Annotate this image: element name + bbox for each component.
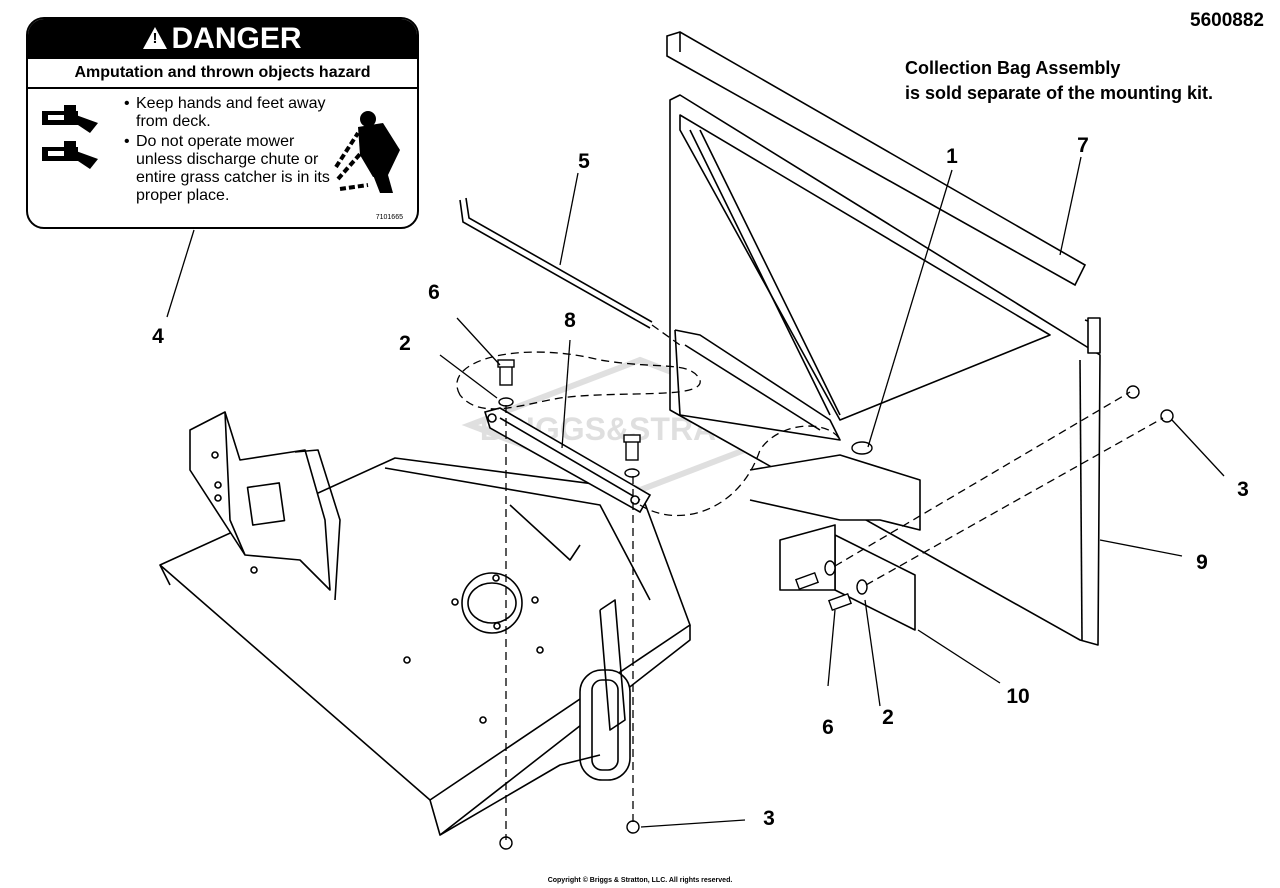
assembly-note-line2: is sold separate of the mounting kit.	[905, 83, 1214, 103]
callout-2b: 2	[882, 706, 894, 729]
callout-6a: 6	[428, 281, 440, 304]
hand-foot-cut-icon	[42, 105, 98, 169]
danger-header: DANGER	[28, 19, 417, 59]
callout-6b: 6	[822, 716, 834, 739]
callout-5: 5	[578, 150, 590, 173]
assembly-lines	[456, 324, 1164, 840]
warning-triangle-icon	[143, 27, 168, 50]
danger-bullet-1: Keep hands and feet away from deck.	[124, 95, 334, 131]
callout-10: 10	[1006, 685, 1030, 708]
callout-7: 7	[1077, 134, 1089, 157]
assembly-note-line1: Collection Bag Assembly	[905, 58, 1121, 78]
thrown-objects-person-icon	[334, 111, 400, 193]
danger-bullets: Keep hands and feet away from deck. Do n…	[124, 95, 334, 207]
callout-1: 1	[946, 145, 958, 168]
danger-body: Keep hands and feet away from deck. Do n…	[28, 89, 417, 225]
callout-3b: 3	[763, 807, 775, 830]
decal-code: 7101665	[375, 214, 403, 221]
callout-2a: 2	[399, 332, 411, 355]
rod-part-5	[459, 197, 653, 329]
danger-heading: DANGER	[171, 22, 302, 55]
assembly-note: Collection Bag Assembly is sold separate…	[905, 56, 1213, 106]
danger-bullet-2: Do not operate mower unless discharge ch…	[124, 133, 334, 205]
callout-9: 9	[1196, 551, 1208, 574]
hardware	[497, 359, 1174, 850]
danger-subheading: Amputation and thrown objects hazard	[28, 59, 417, 89]
leader-lines	[166, 156, 1225, 828]
bag-frame-part-9	[669, 94, 1101, 646]
danger-decal: DANGER Amputation and thrown objects haz…	[26, 17, 419, 229]
diagram-number: 5600882	[1190, 10, 1264, 31]
copyright-notice: Copyright © Briggs & Stratton, LLC. All …	[547, 877, 733, 884]
top-bar-part-7	[666, 31, 1087, 287]
callout-8: 8	[564, 309, 576, 332]
callout-4: 4	[152, 325, 164, 348]
callout-3a: 3	[1237, 478, 1249, 501]
